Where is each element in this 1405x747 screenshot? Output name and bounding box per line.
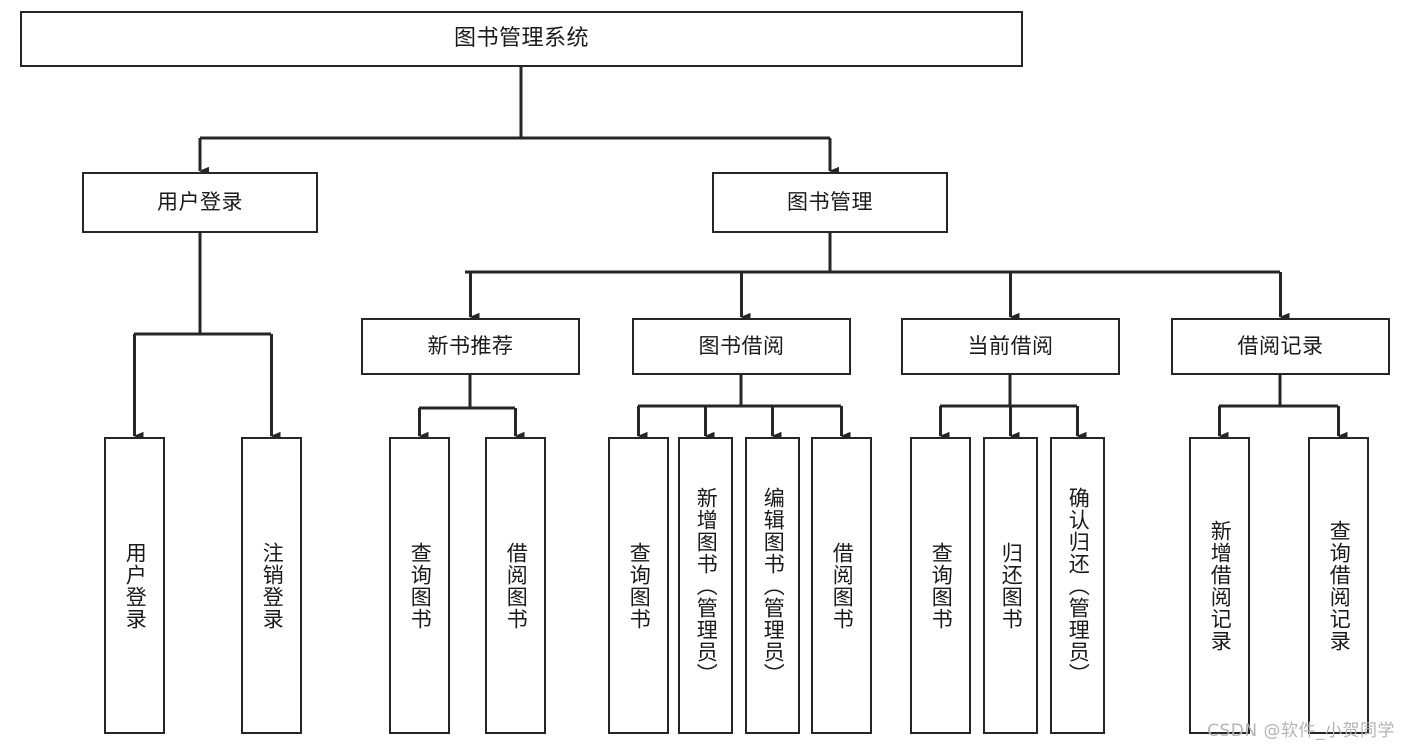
node-leaf-borrow-book-2[interactable]: 借阅图书 [811,437,872,734]
node-leaf-query-book-3[interactable]: 查询图书 [910,437,971,734]
node-label-new-book-recommend: 新书推荐 [427,333,514,358]
node-leaf-query-record[interactable]: 查询借阅记录 [1308,437,1369,734]
node-label-leaf-logout: 注销登录 [260,541,285,630]
node-label-user-login: 用户登录 [157,189,243,214]
node-leaf-add-record[interactable]: 新增借阅记录 [1189,437,1250,734]
node-book-manage[interactable]: 图书管理 [712,172,948,233]
node-label-root: 图书管理系统 [453,25,589,51]
node-label-book-borrow: 图书借阅 [698,333,785,358]
node-label-borrow-record: 借阅记录 [1237,333,1324,358]
node-label-leaf-borrow-book-1: 借阅图书 [504,541,529,630]
node-label-book-manage: 图书管理 [787,189,873,214]
node-label-leaf-add-record: 新增借阅记录 [1208,519,1233,652]
node-label-leaf-query-book-2: 查询图书 [627,541,652,630]
node-label-current-borrow: 当前借阅 [967,333,1054,358]
node-label-leaf-edit-book: 编辑图书（管理员） [761,486,786,685]
node-leaf-query-book-2[interactable]: 查询图书 [608,437,669,734]
node-label-leaf-return-book: 归还图书 [999,541,1024,630]
node-leaf-query-book-1[interactable]: 查询图书 [389,437,450,734]
node-label-leaf-query-record: 查询借阅记录 [1327,519,1352,652]
node-label-leaf-query-book-3: 查询图书 [929,541,954,630]
node-label-leaf-borrow-book-2: 借阅图书 [830,541,855,630]
node-leaf-return-book[interactable]: 归还图书 [983,437,1038,734]
node-user-login[interactable]: 用户登录 [82,172,318,233]
node-label-leaf-confirm-return: 确认归还（管理员） [1066,486,1091,685]
node-leaf-user-login[interactable]: 用户登录 [104,437,165,734]
node-leaf-confirm-return[interactable]: 确认归还（管理员） [1050,437,1105,734]
connector-lines [133,67,1348,441]
node-label-leaf-query-book-1: 查询图书 [408,541,433,630]
node-book-borrow[interactable]: 图书借阅 [632,318,851,375]
node-label-leaf-add-book: 新增图书（管理员） [694,486,719,685]
node-new-book-recommend[interactable]: 新书推荐 [361,318,580,375]
node-leaf-borrow-book-1[interactable]: 借阅图书 [485,437,546,734]
node-current-borrow[interactable]: 当前借阅 [901,318,1120,375]
node-leaf-edit-book[interactable]: 编辑图书（管理员） [745,437,800,734]
node-borrow-record[interactable]: 借阅记录 [1171,318,1390,375]
node-label-leaf-user-login: 用户登录 [123,541,148,630]
node-leaf-add-book[interactable]: 新增图书（管理员） [678,437,733,734]
node-root[interactable]: 图书管理系统 [20,11,1023,67]
node-leaf-logout[interactable]: 注销登录 [241,437,302,734]
